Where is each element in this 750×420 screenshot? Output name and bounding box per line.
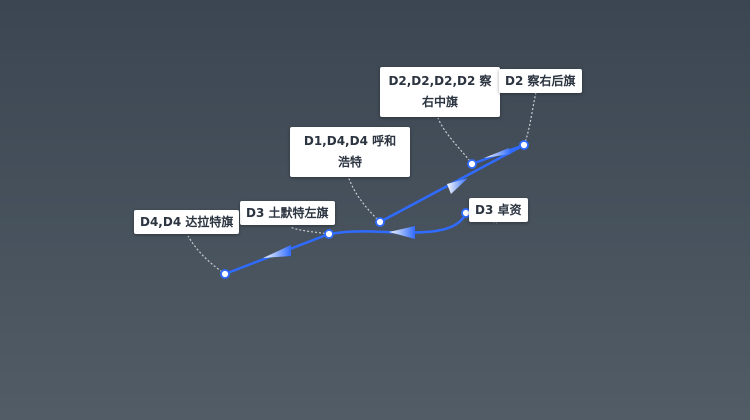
route-zhuozi-to-dalate: [223, 211, 468, 276]
route-nodes: [220, 140, 529, 279]
node-houqi[interactable]: [519, 140, 529, 150]
arrow-toward-zhongqi: [484, 148, 511, 158]
leader-tumote: [289, 226, 330, 235]
leader-dalate: [187, 235, 226, 275]
leader-zhongqi: [437, 117, 473, 165]
label-dalate: D4,D4 达拉特旗: [134, 210, 240, 234]
node-dalate[interactable]: [220, 269, 230, 279]
node-tumote[interactable]: [324, 229, 334, 239]
arrow-toward-tumote: [389, 226, 415, 239]
node-zhongqi[interactable]: [467, 159, 477, 169]
label-houqi: D2 察右后旗: [499, 69, 582, 93]
arrow-toward-houqi: [447, 178, 468, 194]
leader-lines: [187, 91, 537, 275]
label-huhehaote: D1,D4,D4 呼和浩特: [290, 127, 410, 177]
node-huhehaote[interactable]: [375, 217, 385, 227]
arrow-toward-dalate: [263, 245, 291, 258]
leader-houqi: [523, 91, 537, 146]
label-tumote: D3 土默特左旗: [240, 201, 335, 225]
label-zhongqi: D2,D2,D2,D2 察右中旗: [380, 67, 500, 117]
label-zhuozi: D3 卓资: [469, 198, 528, 222]
direction-arrows: [263, 148, 511, 258]
leader-huhehaote: [347, 175, 381, 223]
